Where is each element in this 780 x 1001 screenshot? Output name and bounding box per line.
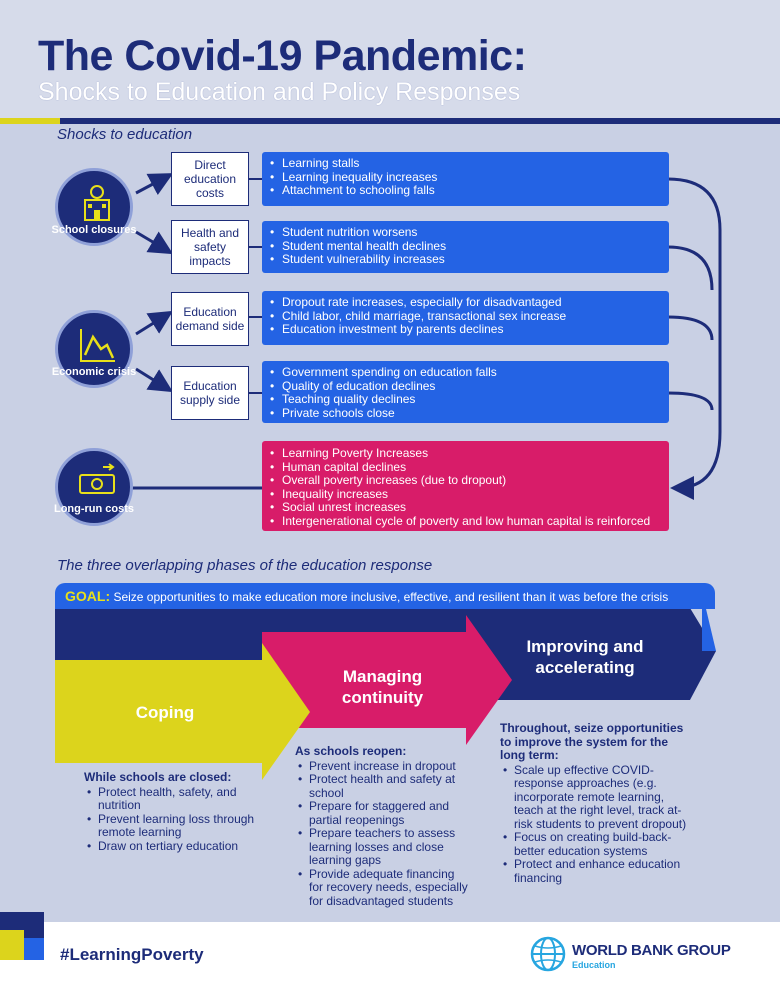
cause-label: School closures (51, 224, 137, 236)
effect-item: Learning inequality increases (270, 170, 659, 185)
phase-name-managing: Managing continuity (341, 667, 424, 707)
phase-item: Prevent increase in dropout (298, 759, 470, 774)
shocks-section-title: Shocks to education (57, 126, 193, 143)
channel-demand-side: Education demand side (171, 292, 249, 346)
channel-health-safety: Health and safety impacts (171, 220, 249, 274)
arrow-crisis-supply (135, 367, 174, 393)
effects-demand-side: Dropout rate increases, especially for d… (262, 291, 669, 345)
effect-item: Learning Poverty Increases (270, 446, 659, 461)
effect-item: Education investment by parents declines (270, 322, 659, 337)
phase-item: Prevent learning loss through remote lea… (87, 812, 264, 840)
phase-item: Protect and enhance education financing (503, 857, 690, 885)
phase-item: Provide adequate financing for recovery … (298, 867, 470, 909)
cause-long-run-costs (55, 448, 133, 526)
arrow-coping (55, 643, 310, 780)
effect-item: Social unrest increases (270, 500, 659, 515)
phase-item: Protect health, safety, and nutrition (87, 785, 264, 813)
channel-supply-side: Education supply side (171, 366, 249, 420)
decor-square (24, 938, 44, 960)
effect-item: Attachment to schooling falls (270, 183, 659, 198)
phase-lead: Throughout, seize opportunities to impro… (500, 721, 684, 762)
phase-item: Prepare for staggered and partial reopen… (298, 799, 470, 827)
money-icon (79, 463, 115, 494)
cause-label: Economic crisis (51, 366, 137, 378)
effect-item: Child labor, child marriage, transaction… (270, 309, 659, 324)
phase-lead: As schools reopen: (295, 744, 407, 758)
effects-supply-side: Government spending on education falls Q… (262, 361, 669, 423)
school-icon (84, 185, 110, 221)
arrow-to-longrun (667, 177, 722, 500)
effects-health-safety: Student nutrition worsens Student mental… (262, 221, 669, 273)
footer (0, 922, 780, 1001)
effect-item: Intergenerational cycle of poverty and l… (270, 514, 659, 529)
phase-details-improving: Throughout, seize opportunities to impro… (500, 721, 690, 885)
arrow-crisis-demand (135, 310, 174, 336)
effect-item: Student mental health declines (270, 239, 659, 254)
effect-item: Student vulnerability increases (270, 252, 659, 267)
effects-long-run: Learning Poverty Increases Human capital… (262, 441, 669, 531)
phase-name-coping: Coping (135, 703, 195, 722)
phase-item: Prepare teachers to assess learning loss… (298, 826, 470, 868)
goal-label: GOAL: (65, 588, 111, 604)
effect-item: Learning stalls (270, 156, 659, 171)
cause-economic-crisis (55, 310, 133, 388)
phase-item: Focus on creating build-back-better educ… (503, 830, 690, 858)
effect-item: Human capital declines (270, 460, 659, 475)
response-section-title: The three overlapping phases of the educ… (57, 557, 433, 574)
decor-square (0, 930, 24, 960)
arrow-closures-direct (135, 173, 174, 196)
channel-direct-costs: Direct education costs (171, 152, 249, 206)
goal-banner: GOAL: Seize opportunities to make educat… (55, 583, 715, 609)
phase-item: Draw on tertiary education (87, 839, 264, 854)
phase-details-coping: While schools are closed: Protect health… (84, 770, 264, 854)
effect-item: Inequality increases (270, 487, 659, 502)
phase-lead: While schools are closed: (84, 770, 232, 784)
goal-text: Seize opportunities to make education mo… (113, 590, 669, 604)
globe-logo-icon (530, 936, 566, 972)
accent-bar-navy (60, 118, 780, 124)
phase-item: Protect health and safety at school (298, 772, 470, 800)
org-name: WORLD BANK GROUP (572, 942, 731, 959)
org-unit: Education (572, 960, 616, 970)
effect-item: Teaching quality declines (270, 392, 659, 407)
arrow-closures-health (135, 230, 174, 255)
page-title: The Covid-19 Pandemic: (38, 32, 527, 80)
effect-item: Government spending on education falls (270, 365, 659, 380)
effects-direct-costs: Learning stalls Learning inequality incr… (262, 152, 669, 206)
cause-label: Long-run costs (53, 503, 135, 515)
effect-item: Private schools close (270, 406, 659, 421)
accent-bar-yellow (0, 118, 60, 124)
cause-school-closures (55, 168, 133, 246)
phase-name-improving: Improving and accelerating (526, 637, 644, 677)
header (0, 0, 780, 118)
hashtag[interactable]: #LearningPoverty (60, 945, 204, 964)
phase-details-managing: As schools reopen: Prevent increase in d… (295, 744, 470, 909)
arrow-managing (262, 615, 512, 745)
page-subtitle: Shocks to Education and Policy Responses (38, 78, 521, 106)
phase-item: Scale up effective COVID-response approa… (503, 763, 690, 832)
effect-item: Student nutrition worsens (270, 225, 659, 240)
effect-item: Overall poverty increases (due to dropou… (270, 473, 659, 488)
economic-decline-icon (80, 329, 115, 362)
effect-item: Quality of education declines (270, 379, 659, 394)
effect-item: Dropout rate increases, especially for d… (270, 295, 659, 310)
flow-connectors (130, 173, 722, 500)
